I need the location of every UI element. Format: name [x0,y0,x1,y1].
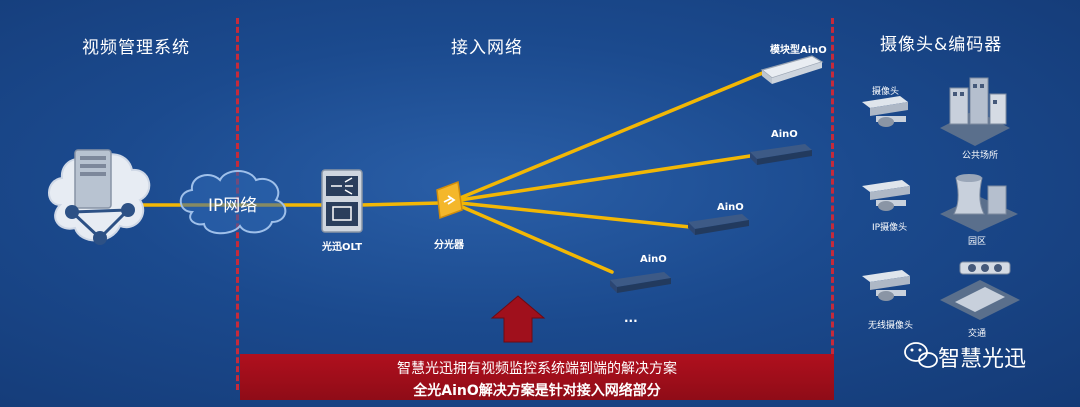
server-cloud-icon [48,149,151,245]
aino-label-3: AinO [640,254,667,265]
banner-line-1: 智慧光迅拥有视频监控系统端到端的解决方案 [397,361,677,377]
cooling-tower-icon [940,174,1018,232]
splitter-icon [436,180,463,220]
aino-device-icon [750,144,812,165]
fiber-to-aino-1 [458,154,752,202]
solution-banner: 智慧光迅拥有视频监控系统端到端的解决方案 全光AinO解决方案是针对接入网络部分 [240,354,834,400]
park-label: 园区 [968,237,987,247]
camera-icon [862,180,910,211]
title-video-mgmt: 视频管理系统 [82,38,190,58]
fiber-olt-splitter [358,201,442,207]
aino-device-icon [610,272,671,293]
fiber-to-aino-3 [458,204,614,274]
cloud-icon [179,170,287,235]
aino-label-2: AinO [717,202,744,213]
ip-camera-label: IP摄像头 [872,223,908,233]
banner-line-2: 全光AinO解决方案是针对接入网络部分 [413,383,661,399]
fiber-to-module-aino [458,70,767,200]
public-place-label: 公共场所 [962,151,999,161]
traffic-label: 交通 [968,329,987,339]
fiber-lines [93,70,767,274]
title-camera-encoder: 摄像头&编码器 [880,35,1003,55]
aino-label-1: AinO [771,129,798,140]
building-icon [940,77,1010,146]
camera-label: 摄像头 [872,87,900,97]
fiber-to-aino-2 [458,201,692,229]
olt-icon [321,169,363,233]
wechat-icon [904,342,938,368]
wireless-camera-label: 无线摄像头 [868,321,914,331]
camera-icon [862,270,910,301]
splitter-label: 分光器 [434,240,464,251]
traffic-icon [940,261,1020,320]
brand-name: 智慧光迅 [938,347,1027,372]
camera-icon [862,96,908,127]
module-aino-label: 模块型AinO [770,45,827,56]
aino-device-icon [688,214,749,235]
arrow-up-icon [490,295,546,343]
cloud-label: IP网络 [208,196,258,216]
more-devices-label: ... [624,311,638,325]
title-access-network: 接入网络 [451,38,523,58]
olt-label: 光迅OLT [322,242,363,253]
divider-right [831,18,834,390]
module-aino-icon [760,55,824,84]
